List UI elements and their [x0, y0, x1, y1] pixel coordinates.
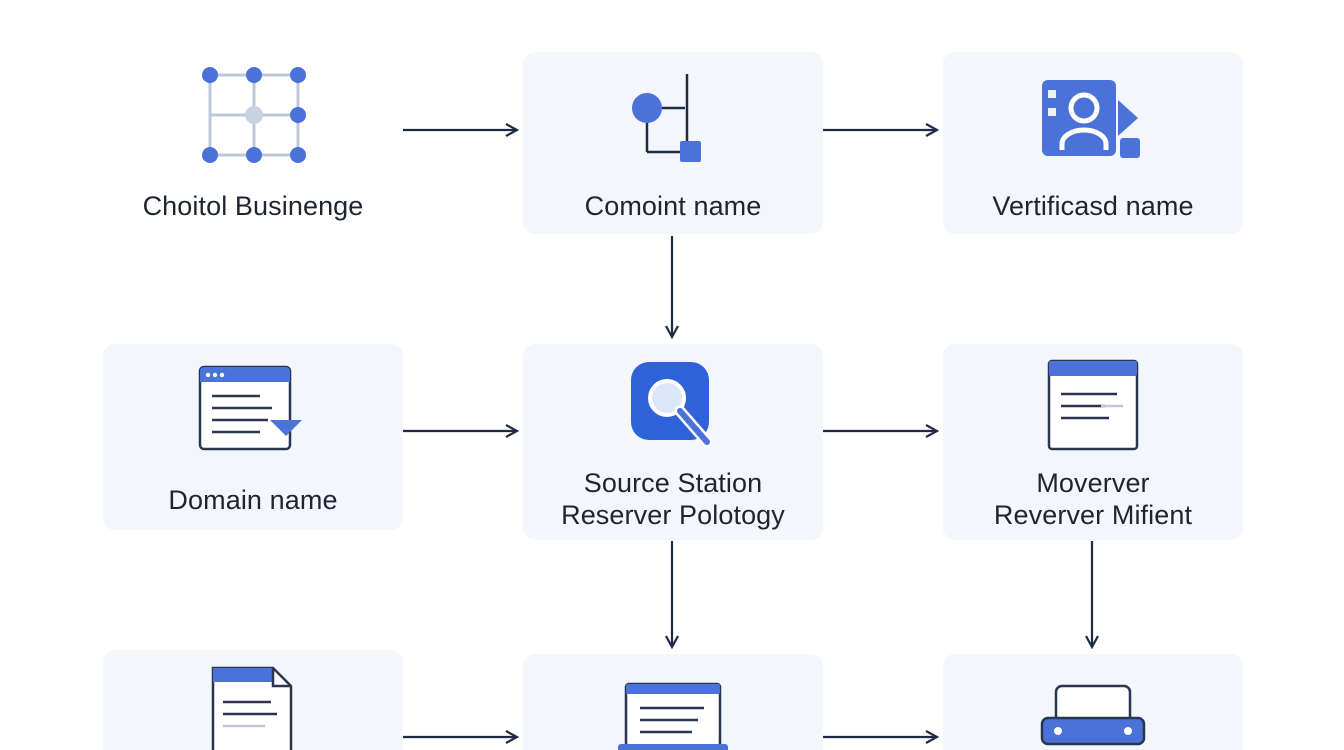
- node-label: Choitol Businenge: [142, 191, 364, 221]
- node-label-line-2: Reverver Mifient: [993, 500, 1193, 530]
- node-domain-name: Domain name: [103, 344, 403, 530]
- node-choitol-businenge: Choitol Businenge: [103, 52, 403, 234]
- node-label: Domain name: [168, 485, 338, 515]
- user-certificate-icon: [1042, 80, 1140, 158]
- grid-network-icon: [202, 67, 306, 163]
- node-moverver: Moverver Reverver Mifient: [943, 344, 1243, 540]
- node-label-line-2: Reserver Polotogy: [561, 500, 785, 530]
- node-label: Comoint name: [584, 191, 762, 221]
- browser-document-icon: [198, 365, 302, 451]
- node-router-device: [943, 654, 1243, 750]
- node-vertificasd-name: Vertificasd name: [943, 52, 1243, 234]
- search-icon: [631, 362, 713, 448]
- router-device-icon: [1040, 684, 1146, 746]
- file-document-icon: [211, 666, 293, 750]
- window-list-icon: [1047, 359, 1139, 451]
- node-laptop: [523, 654, 823, 750]
- laptop-icon: [618, 682, 728, 750]
- node-file-document: [103, 650, 403, 750]
- node-label-line-1: Source Station: [583, 468, 763, 498]
- node-label-line-1: Moverver: [1036, 468, 1150, 498]
- node-source-station: Source Station Reserver Polotogy: [523, 344, 823, 540]
- node-connector-icon: [632, 74, 701, 162]
- node-comoint-name: Comoint name: [523, 52, 823, 234]
- node-label: Vertificasd name: [992, 191, 1194, 221]
